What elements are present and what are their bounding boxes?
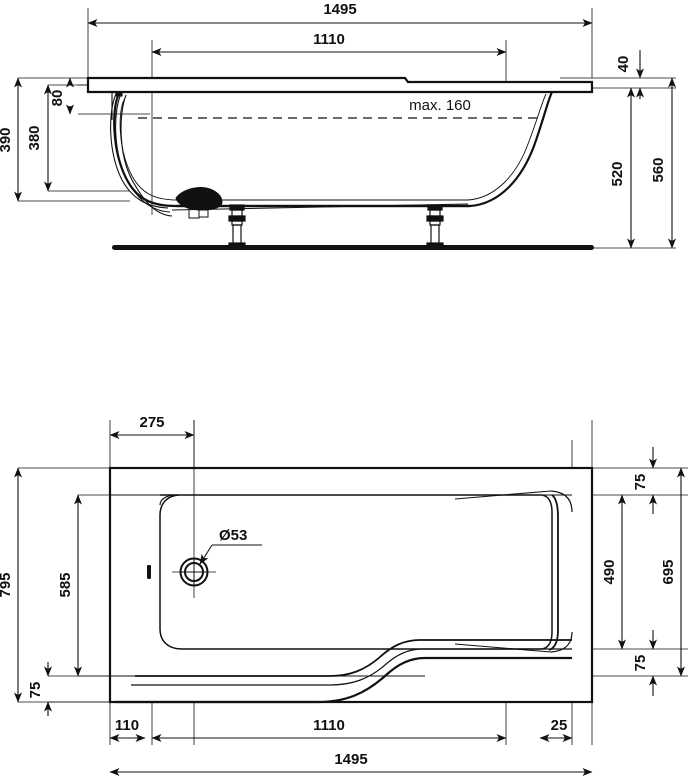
tub-base-rail-inner (171, 203, 469, 211)
overflow-slot-marker (147, 565, 151, 579)
dim-label-plan-margin-bottom: 75 (632, 655, 649, 672)
dim-label-plan-inner-length: 1110 (313, 717, 345, 734)
dim-label-elevation-overall-length: 1495 (323, 1, 356, 18)
tub-bowl-right-wall (548, 494, 559, 651)
waste-fitting (175, 187, 223, 211)
dim-label-plan-shower-end-width: 490 (601, 559, 618, 584)
dim-label-plan-overall-length: 1495 (334, 751, 367, 768)
tub-bowl-outline (159, 494, 553, 650)
dim-plan-585: 585 (57, 494, 82, 677)
tub-front-apron-mid (131, 648, 572, 686)
floor-line (112, 245, 594, 250)
dim-elevation-390: 390 (0, 77, 22, 202)
dim-plan-1110: 1110 (151, 717, 507, 742)
drain-diameter-callout: Ø53 (199, 527, 262, 565)
dim-elevation-80: 80 (49, 77, 74, 115)
dim-label-plan-margin-top: 75 (632, 474, 649, 491)
dim-label-overflow-depth: 80 (49, 90, 66, 107)
dim-plan-75-top: 75 (632, 447, 657, 514)
dim-label-plan-inner-width: 585 (57, 572, 74, 597)
dim-label-plan-body-width: 695 (660, 559, 677, 584)
tub-bowl-corner-tl (159, 494, 177, 506)
dim-plan-490: 490 (601, 494, 626, 650)
dim-label-drain-offset-left: 275 (139, 414, 164, 431)
dim-plan-1495: 1495 (109, 751, 593, 776)
dim-plan-25: 25 (539, 717, 573, 742)
dim-elevation-1110: 1110 (151, 31, 507, 56)
dim-label-plan-overall-width: 795 (0, 572, 14, 597)
dim-label-plan-margin-left-bottom: 75 (27, 682, 44, 699)
tub-shower-flare-top (550, 490, 573, 513)
dim-plan-795: 795 (0, 467, 22, 703)
drain-diameter-label: Ø53 (219, 527, 247, 544)
dim-plan-695: 695 (660, 467, 685, 677)
dim-elevation-520: 520 (609, 87, 635, 249)
tub-shoulder-line-bottom (454, 643, 552, 653)
top-plan-view: 275 795 585 75 75 490 (0, 414, 688, 776)
tub-front-apron-lower (115, 656, 572, 704)
dim-label-inner-depth: 380 (26, 125, 43, 150)
max-water-level-label: max. 160 (409, 97, 471, 114)
waste-outlet-box-2 (198, 209, 209, 218)
dim-plan-75-bottom: 75 (632, 630, 657, 696)
dim-label-total-depth: 390 (0, 127, 14, 152)
dim-elevation-560: 560 (650, 77, 676, 249)
waste-overflow-pipework (110, 91, 173, 217)
tub-outline-plan (108, 466, 594, 704)
dim-elevation-1495: 1495 (87, 1, 593, 27)
dim-plan-110: 110 (109, 717, 146, 742)
tub-front-apron-upper (135, 639, 572, 677)
tub-shower-flare-bottom (550, 631, 573, 653)
dim-label-plan-right-offset: 25 (551, 717, 568, 734)
side-elevation-view: 1495 1110 40 80 380 390 (0, 1, 676, 250)
dim-plan-275: 275 (109, 414, 195, 439)
dim-elevation-40: 40 (615, 50, 644, 99)
tub-shoulder-line-top (454, 490, 552, 500)
dim-elevation-380: 380 (26, 84, 52, 192)
dim-label-elevation-inner-length: 1110 (313, 31, 345, 48)
dim-label-foot-height: 520 (609, 161, 626, 186)
drain-hole (172, 420, 216, 598)
dim-plan-75-left: 75 (27, 662, 52, 716)
tub-rim-profile (86, 76, 594, 94)
dim-label-rim-thickness: 40 (615, 56, 632, 73)
dim-label-overall-height: 560 (650, 157, 667, 182)
dim-label-plan-left-offset: 110 (115, 717, 139, 734)
